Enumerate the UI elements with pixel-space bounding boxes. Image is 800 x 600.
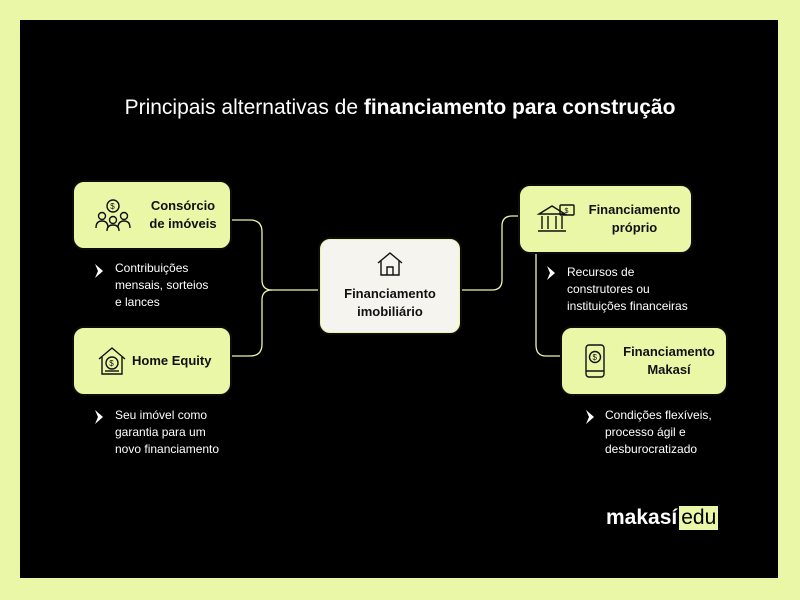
- desc-line: Condições flexíveis,: [605, 408, 712, 422]
- diagram-title: Principais alternativas de financiamento…: [0, 96, 800, 120]
- makasi-description: Condições flexíveis, processo ágil e des…: [605, 407, 712, 458]
- home-equity-label: Home Equity: [132, 353, 212, 368]
- financiamento-proprio-box: $ Financiamento próprio: [518, 184, 693, 254]
- desc-line: garantia para um: [115, 425, 206, 439]
- desc-line: mensais, sorteios: [115, 278, 209, 292]
- connector-right-vertical: [535, 254, 560, 357]
- title-regular: Principais alternativas de: [124, 96, 364, 119]
- desc-line: novo financiamento: [115, 442, 220, 456]
- chevron-right-icon: [547, 266, 555, 280]
- consorcio-description: Contribuições mensais, sorteios e lances: [115, 260, 208, 311]
- home-equity-description: Seu imóvel como garantia para um novo fi…: [115, 407, 219, 458]
- connector-left-top: [232, 219, 318, 291]
- proprio-description: Recursos de construtores ou instituições…: [567, 264, 688, 315]
- house-icon: [376, 251, 404, 277]
- consorcio-box: $ Consórcio de imóveis: [72, 180, 232, 250]
- svg-text:$: $: [110, 202, 115, 211]
- financiamento-makasi-box: $ Financiamento Makasí: [560, 326, 728, 396]
- svg-text:$: $: [593, 353, 598, 362]
- connector-left-bottom: [232, 289, 273, 357]
- consorcio-label-line1: Consórcio: [150, 198, 216, 213]
- financiamento-imobiliario-box: Financiamento imobiliário: [318, 237, 462, 335]
- proprio-label-line1: Financiamento: [588, 202, 681, 217]
- chevron-right-icon: [95, 410, 103, 424]
- makasi-label-line2: Makasí: [647, 362, 691, 377]
- proprio-label-line2: próprio: [611, 220, 658, 235]
- center-label-line1: Financiamento: [344, 286, 436, 301]
- connector-right-top: [462, 215, 520, 291]
- desc-line: instituições financeiras: [567, 299, 688, 313]
- bank-money-icon: $: [534, 202, 578, 236]
- title-bold: financiamento para construção: [363, 96, 676, 119]
- chevron-right-icon: [95, 264, 103, 278]
- logo-suffix: edu: [679, 506, 719, 530]
- desc-line: desburocratizado: [605, 442, 698, 456]
- phone-money-icon: $: [578, 344, 612, 378]
- logo-text: makasí: [606, 506, 678, 529]
- desc-line: construtores ou: [567, 282, 650, 296]
- desc-line: Contribuições: [115, 261, 189, 275]
- svg-text:$: $: [109, 359, 114, 368]
- group-money-icon: $: [90, 198, 136, 232]
- desc-line: Recursos de: [567, 265, 635, 279]
- desc-line: processo ágil e: [605, 425, 686, 439]
- house-money-icon: $: [92, 346, 132, 376]
- center-label-line2: imobiliário: [357, 304, 423, 319]
- consorcio-label-line2: de imóveis: [149, 216, 217, 231]
- desc-line: e lances: [115, 295, 160, 309]
- chevron-right-icon: [586, 410, 594, 424]
- svg-text:$: $: [565, 208, 569, 215]
- desc-line: Seu imóvel como: [115, 408, 208, 422]
- home-equity-box: $ Home Equity: [72, 326, 232, 396]
- makasi-label-line1: Financiamento: [623, 344, 715, 359]
